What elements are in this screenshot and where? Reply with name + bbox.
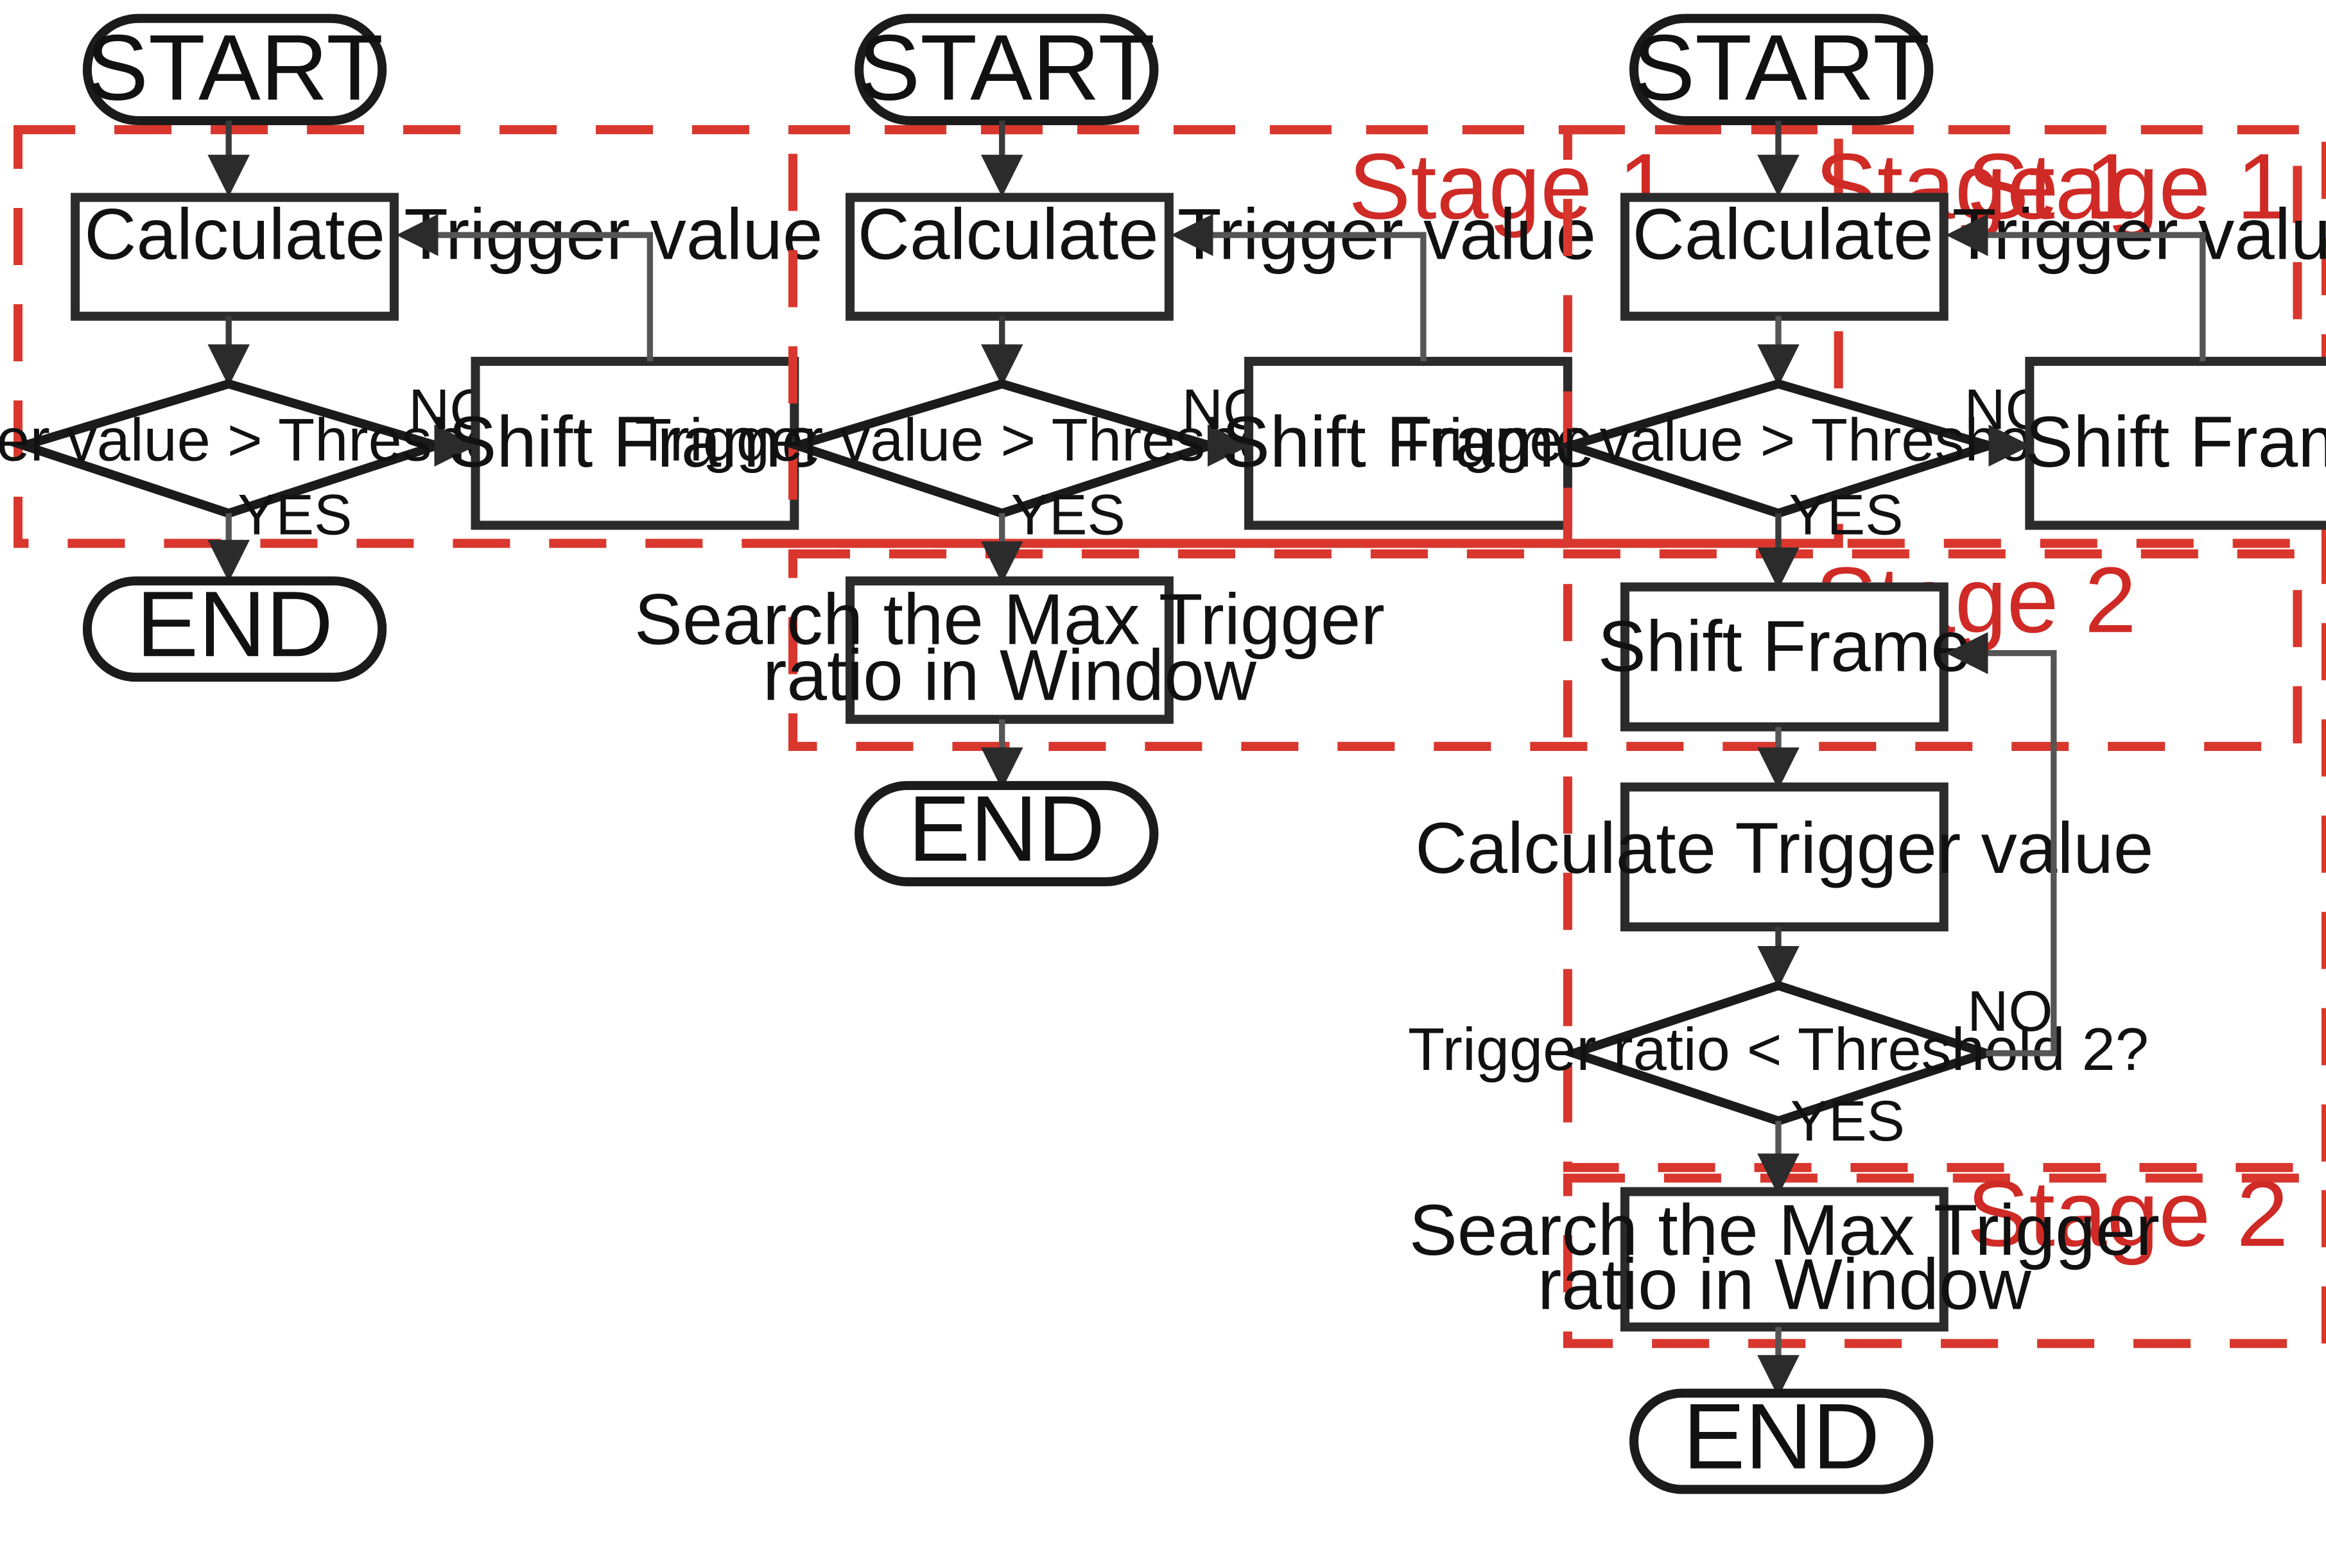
panel-b-end-label: END: [908, 776, 1105, 881]
panel-b-start-label: START: [858, 15, 1155, 119]
panel-c-calculate-1-node[interactable]: [1620, 193, 1948, 321]
panel-c-stage-1-label: Stage 1: [1967, 134, 2289, 238]
panel-a-yes-label: YES: [238, 482, 352, 546]
panel-b-shift-frame-node[interactable]: [1244, 356, 1572, 530]
panel-c-shift-frame-1-node[interactable]: [2025, 356, 2326, 530]
panel-c-search-node[interactable]: [1620, 1187, 1948, 1332]
panel-a-shift-frame-label: Shift Frame: [448, 401, 821, 482]
panel-c-edge-shift-1-to-calculate-1: [1945, 214, 2206, 361]
panel-c-end-node[interactable]: [1629, 1388, 1934, 1494]
panel-b-search-label-line1: Search the Max Trigger: [634, 579, 1385, 660]
panel-a-edge-shift-to-calculate: [396, 214, 654, 361]
panel-c-shift-frame-2-label: Shift Frame: [1598, 606, 1971, 687]
panel-c-yes-2-label: YES: [1791, 1089, 1905, 1153]
panel-c-decision-2-label: Trigger ratio < Threshold 2?: [1408, 1015, 2149, 1083]
panel-c-stage-1-region: [1563, 125, 2326, 1173]
panel-c-edge-decision-2-no: [1945, 632, 2057, 1056]
panel-b: Stage 1 Stage 2 START Calculate Trigger …: [634, 13, 2302, 886]
panel-c-shift-frame-1-label: Shift Frame: [2025, 401, 2326, 482]
panel-c-search-label-line1: Search the Max Trigger: [1409, 1189, 2160, 1270]
panel-a-calculate-node[interactable]: [71, 193, 399, 321]
panel-b-shift-frame-label: Shift Frame: [1222, 401, 1595, 482]
panel-b-edge-shift-to-calculate: [1170, 214, 1427, 361]
panel-b-yes-label: YES: [1011, 482, 1125, 546]
panel-c-yes-1-label: YES: [1789, 482, 1903, 546]
panel-a: Stage 1 START Calculate Trigger value Tr…: [0, 13, 1843, 682]
panel-c-end-label: END: [1683, 1384, 1880, 1488]
panel-c-stage-2-label: Stage 2: [1967, 1161, 2289, 1266]
panel-c-stage-2-region: [1563, 1173, 2326, 1348]
panel-b-search-node[interactable]: [846, 576, 1174, 724]
panel-c-shift-frame-2-node[interactable]: [1620, 582, 1948, 732]
panel-a-start-label: START: [86, 15, 383, 119]
panel-c-calculate-2-label: Calculate Trigger value: [1415, 807, 2153, 888]
panel-a-start-node[interactable]: [82, 13, 387, 126]
panel-c-no-2-label: NO: [1967, 979, 2053, 1043]
panel-a-end-node[interactable]: [82, 576, 387, 682]
panel-b-search-label-line2: ratio in Window: [763, 634, 1257, 715]
panel-a-shift-frame-node[interactable]: [471, 356, 799, 530]
panel-c: Stage 1 Stage 2 START Calculate Trigger …: [1394, 13, 2326, 1494]
panel-b-stage-2-region: [788, 549, 2302, 751]
panel-a-stage-1-label: Stage 1: [1348, 134, 1670, 238]
panel-c-search-label-line2: ratio in Window: [1538, 1243, 2032, 1324]
panel-b-calculate-node[interactable]: [846, 193, 1174, 321]
panel-c-start-label: START: [1633, 15, 1930, 119]
panel-a-end-label: END: [136, 571, 333, 676]
panel-b-end-node[interactable]: [855, 780, 1159, 886]
panel-c-calculate-2-node[interactable]: [1620, 782, 1948, 932]
panel-b-start-node[interactable]: [855, 13, 1159, 126]
